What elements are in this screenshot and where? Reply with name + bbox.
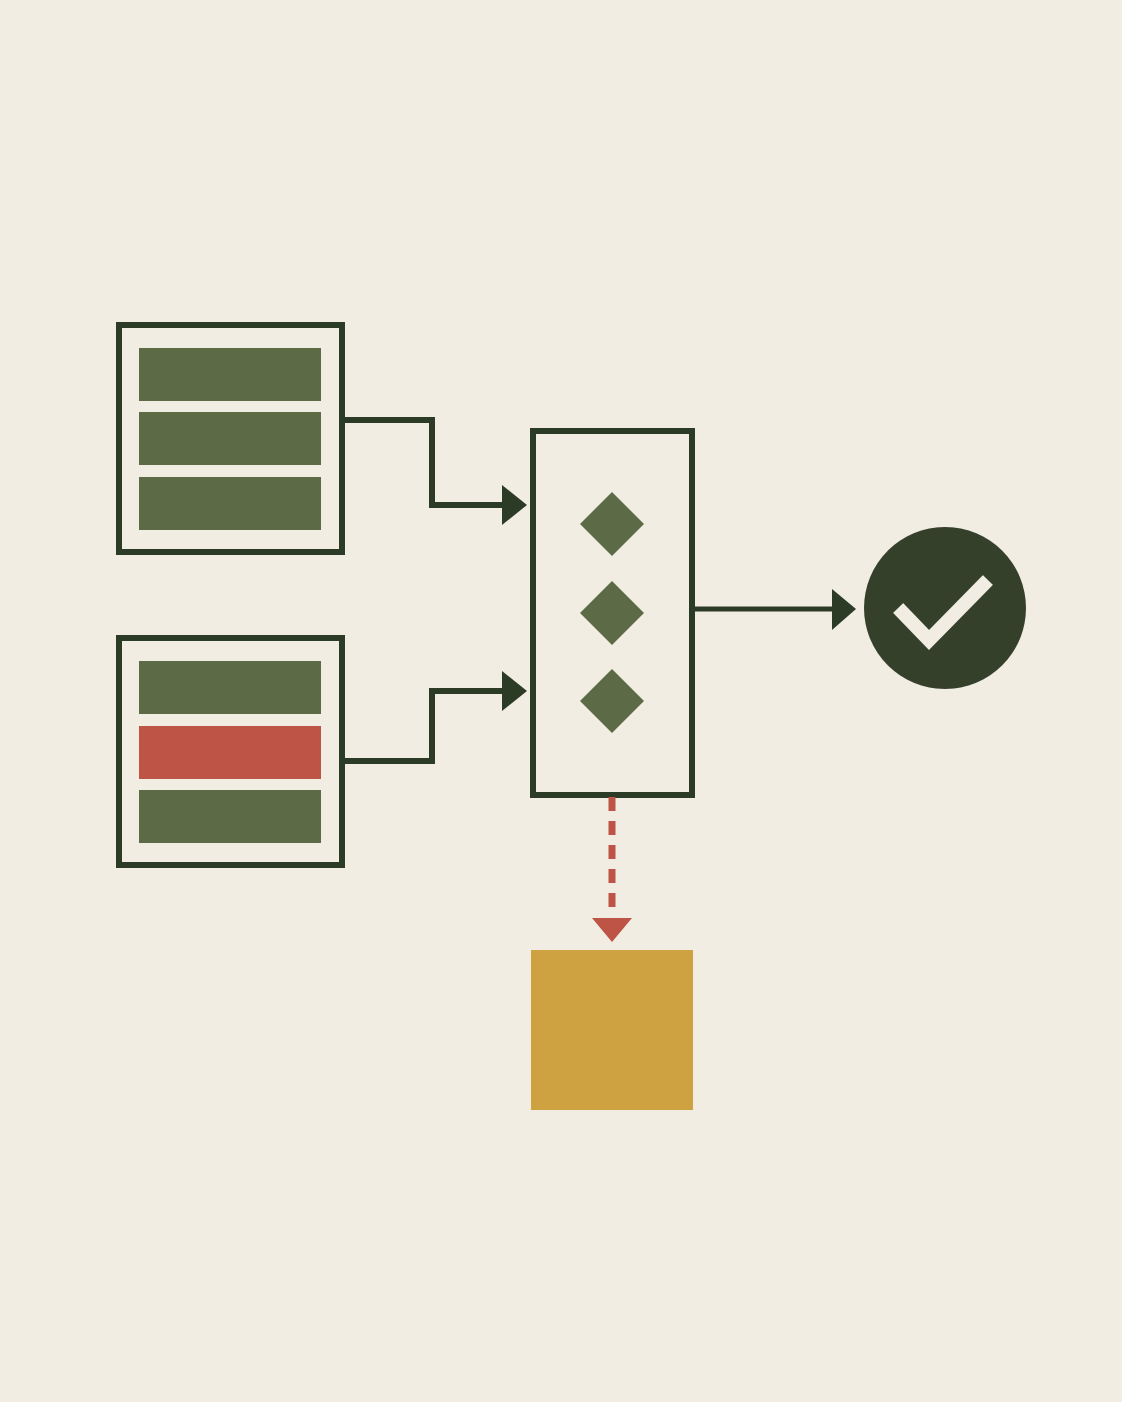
input-table-valid-row-3 xyxy=(139,477,321,530)
connector-table2-to-processor xyxy=(342,671,527,764)
input-table-with-error xyxy=(116,635,345,868)
checkmark-icon xyxy=(893,575,993,651)
input-table-valid-row-2 xyxy=(139,412,321,465)
connector-table1-line xyxy=(342,417,502,508)
success-circle xyxy=(864,527,1026,689)
input-table-with-error-frame xyxy=(116,635,345,868)
diamond-icon xyxy=(580,581,644,645)
processor-box xyxy=(530,428,695,798)
arrowhead-right-icon xyxy=(832,589,856,630)
processor-frame xyxy=(530,428,695,798)
arrowhead-down-icon xyxy=(592,918,632,942)
input-table-valid-row-1 xyxy=(139,348,321,401)
connector-processor-to-rejected xyxy=(592,797,632,942)
connector-table1-to-processor xyxy=(342,417,527,525)
input-table-with-error-row-1 xyxy=(139,661,321,714)
diamond-icon xyxy=(580,492,644,556)
rejected-output-box xyxy=(531,950,693,1110)
arrowhead-right-icon xyxy=(502,671,527,711)
input-table-with-error-row-2 xyxy=(139,726,321,779)
success-node xyxy=(864,527,1026,689)
connector-processor-to-success xyxy=(692,589,856,630)
input-table-with-error-row-3 xyxy=(139,790,321,843)
connector-table2-line xyxy=(342,688,502,764)
diamond-icon xyxy=(580,669,644,733)
input-table-valid xyxy=(116,322,345,555)
arrowhead-right-icon xyxy=(502,485,527,525)
input-table-valid-frame xyxy=(116,322,345,555)
